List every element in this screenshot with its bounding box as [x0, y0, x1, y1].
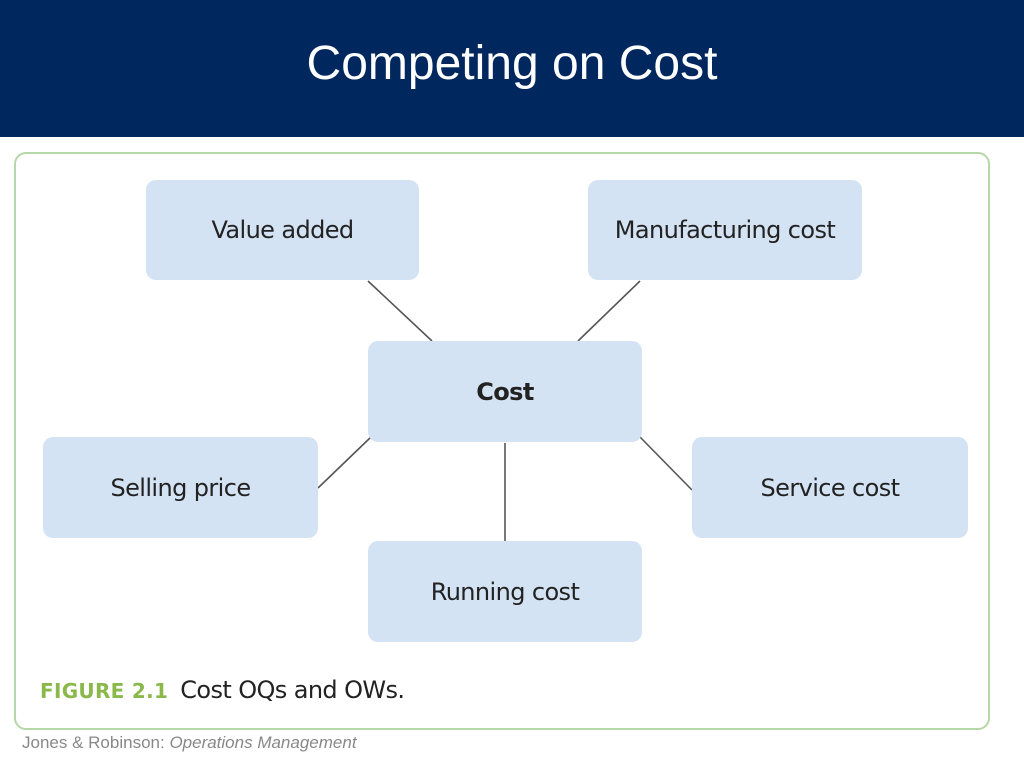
- source-credit: Jones & Robinson: Operations Management: [22, 733, 357, 755]
- node-selling-price: Selling price: [43, 437, 318, 538]
- node-selling-price-label: Selling price: [110, 473, 251, 502]
- node-service-cost: Service cost: [692, 437, 968, 538]
- node-value-added: Value added: [146, 180, 419, 280]
- node-running-cost-label: Running cost: [430, 577, 580, 606]
- node-manufacturing-cost-label: Manufacturing cost: [614, 216, 836, 244]
- node-manufacturing-cost: Manufacturing cost: [588, 180, 862, 280]
- figure-caption-text: Cost OQs and OWs.: [180, 676, 405, 704]
- slide-title: Competing on Cost: [306, 37, 718, 90]
- connector-selling-price: [317, 436, 372, 489]
- node-value-added-label: Value added: [211, 216, 354, 244]
- node-service-cost-label: Service cost: [760, 473, 901, 502]
- credit-book-title: Operations Management: [169, 733, 357, 752]
- figure-caption-label: FIGURE 2.1: [40, 679, 169, 703]
- node-running-cost: Running cost: [368, 541, 642, 642]
- slide-header: Competing on Cost: [0, 0, 1024, 137]
- connector-value-added: [367, 280, 433, 342]
- connector-manufacturing-cost: [577, 280, 641, 342]
- node-cost: Cost: [368, 341, 642, 442]
- node-cost-label: Cost: [476, 377, 534, 406]
- credit-authors: Jones & Robinson:: [22, 733, 165, 752]
- connector-service-cost: [639, 436, 693, 491]
- figure-caption: FIGURE 2.1 Cost OQs and OWs.: [40, 676, 405, 708]
